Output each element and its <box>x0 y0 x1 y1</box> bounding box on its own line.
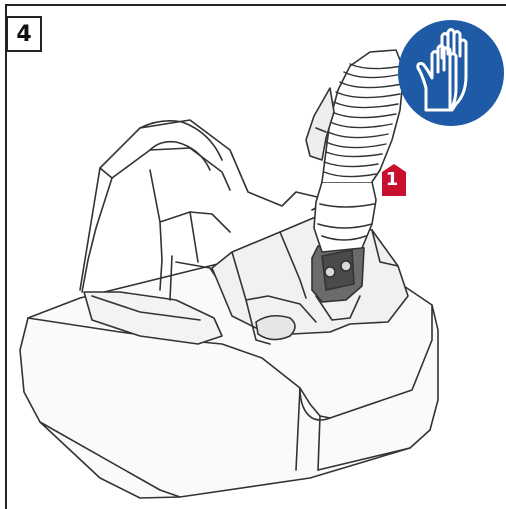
step-number: 4 <box>6 16 42 52</box>
stand-back-wall <box>79 119 331 291</box>
torch-handle <box>305 87 335 161</box>
torch-neck <box>313 181 377 253</box>
callout-marker-label: 1 <box>385 168 399 190</box>
callout-marker <box>382 164 406 196</box>
protective-gloves-icon <box>398 20 504 126</box>
step-frame <box>5 4 506 509</box>
